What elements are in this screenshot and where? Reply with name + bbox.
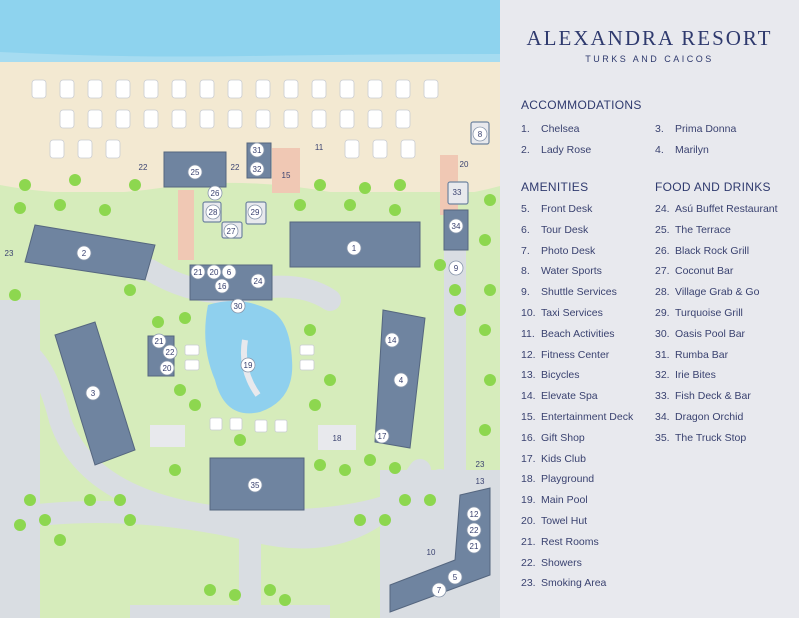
legend-item: 23.Smoking Area bbox=[521, 577, 607, 590]
main-pool bbox=[205, 301, 293, 414]
legend-item: 7.Photo Desk bbox=[521, 244, 596, 257]
palm-trees bbox=[9, 174, 496, 606]
legend-item: 28.Village Grab & Go bbox=[655, 286, 760, 299]
marker-20: 20 bbox=[210, 268, 219, 277]
resort-map: 1 2 3 4 25 31 32 26 28 27 29 21 20 6 16 … bbox=[0, 0, 500, 618]
legend-item: 12.Fitness Center bbox=[521, 348, 610, 361]
section-accommodations: ACCOMMODATIONS bbox=[521, 98, 642, 112]
legend-item: 19.Main Pool bbox=[521, 494, 588, 507]
legend-item: 26.Black Rock Grill bbox=[655, 244, 750, 257]
section-amenities: AMENITIES bbox=[521, 180, 589, 194]
legend-item: 30.Oasis Pool Bar bbox=[655, 327, 746, 340]
marker-22d: 22 bbox=[231, 163, 240, 172]
resort-location: TURKS AND CAICOS bbox=[585, 54, 714, 64]
legend-item: 25.The Terrace bbox=[655, 223, 731, 236]
marker-24: 24 bbox=[254, 277, 263, 286]
legend-item: 9.Shuttle Services bbox=[521, 286, 617, 299]
marker-12: 12 bbox=[470, 510, 479, 519]
legend-item: 24.Asú Buffet Restaurant bbox=[655, 203, 778, 215]
marker-9: 9 bbox=[454, 264, 459, 273]
legend-item: 22.Showers bbox=[521, 556, 582, 569]
legend-item: 18.Playground bbox=[521, 473, 595, 486]
legend-item: 29.Turquoise Grill bbox=[655, 307, 743, 319]
marker-34: 34 bbox=[452, 222, 461, 231]
section-food: FOOD AND DRINKS bbox=[655, 180, 771, 194]
legend-item: 32.Irie Bites bbox=[655, 369, 716, 382]
ocean bbox=[0, 0, 500, 62]
legend-item: 27.Coconut Bar bbox=[655, 265, 734, 278]
marker-31: 31 bbox=[253, 146, 262, 155]
legend-item: 20.Towel Hut bbox=[521, 515, 588, 527]
marker-22: 22 bbox=[166, 348, 175, 357]
marker-27: 27 bbox=[227, 227, 236, 236]
marker-21c: 21 bbox=[470, 542, 479, 551]
marker-1: 1 bbox=[352, 244, 357, 253]
marker-23b: 23 bbox=[476, 460, 485, 469]
marker-3: 3 bbox=[91, 389, 96, 398]
legend-item: 33.Fish Deck & Bar bbox=[655, 390, 751, 403]
marker-13: 13 bbox=[476, 477, 485, 486]
legend-item: 21.Rest Rooms bbox=[521, 535, 599, 548]
marker-16: 16 bbox=[218, 282, 227, 291]
beach-loungers bbox=[31, 79, 439, 159]
marker-17: 17 bbox=[378, 432, 387, 441]
legend-item: 8.Water Sports bbox=[521, 265, 602, 278]
legend-item: 2.Lady Rose bbox=[521, 144, 592, 156]
legend-item: 5.Front Desk bbox=[521, 203, 593, 215]
map-legend: ALEXANDRA RESORT TURKS AND CAICOS ACCOMM… bbox=[500, 0, 799, 618]
map-markers: 1 2 3 4 25 31 32 26 28 27 29 21 20 6 16 … bbox=[5, 126, 488, 598]
marker-28: 28 bbox=[209, 208, 218, 217]
marker-14: 14 bbox=[388, 336, 397, 345]
marker-2: 2 bbox=[82, 249, 87, 258]
marker-4: 4 bbox=[399, 376, 404, 385]
legend-item: 16.Gift Shop bbox=[521, 431, 585, 444]
legend-item: 11.Beach Activities bbox=[521, 327, 615, 340]
legend-item: 31.Rumba Bar bbox=[655, 348, 729, 361]
marker-22c: 22 bbox=[139, 163, 148, 172]
marker-19: 19 bbox=[244, 361, 253, 370]
legend-item: 35.The Truck Stop bbox=[655, 431, 747, 444]
legend-item: 17.Kids Club bbox=[521, 452, 586, 465]
marker-21b: 21 bbox=[155, 337, 164, 346]
legend-item: 1.Chelsea bbox=[521, 123, 580, 135]
legend-item: 10.Taxi Services bbox=[521, 307, 603, 319]
marker-20c: 20 bbox=[460, 160, 469, 169]
marker-11: 11 bbox=[315, 143, 324, 152]
building-fitness bbox=[389, 487, 491, 613]
marker-18: 18 bbox=[333, 434, 342, 443]
marker-25: 25 bbox=[191, 168, 200, 177]
marker-8: 8 bbox=[478, 130, 483, 139]
marker-10: 10 bbox=[427, 548, 436, 557]
marker-22b: 22 bbox=[470, 526, 479, 535]
marker-5: 5 bbox=[453, 573, 458, 582]
legend-item: 14.Elevate Spa bbox=[521, 390, 598, 403]
marker-15: 15 bbox=[282, 171, 291, 180]
legend-item: 3.Prima Donna bbox=[655, 123, 737, 135]
legend-item: 13.Bicycles bbox=[521, 369, 580, 382]
marker-26: 26 bbox=[211, 189, 220, 198]
marker-6: 6 bbox=[227, 268, 232, 277]
legend-item: 6.Tour Desk bbox=[521, 223, 589, 236]
legend-item: 34.Dragon Orchid bbox=[655, 411, 744, 423]
resort-title: ALEXANDRA RESORT bbox=[526, 26, 773, 50]
marker-32: 32 bbox=[253, 165, 262, 174]
marker-20b: 20 bbox=[163, 364, 172, 373]
marker-35: 35 bbox=[251, 481, 260, 490]
marker-33: 33 bbox=[453, 188, 462, 197]
legend-item: 4.Marilyn bbox=[655, 144, 709, 156]
marker-21: 21 bbox=[194, 268, 203, 277]
legend-item: 15.Entertainment Deck bbox=[521, 411, 634, 423]
marker-29: 29 bbox=[251, 208, 260, 217]
marker-7: 7 bbox=[437, 586, 442, 595]
marker-30: 30 bbox=[234, 302, 243, 311]
marker-23: 23 bbox=[5, 249, 14, 258]
